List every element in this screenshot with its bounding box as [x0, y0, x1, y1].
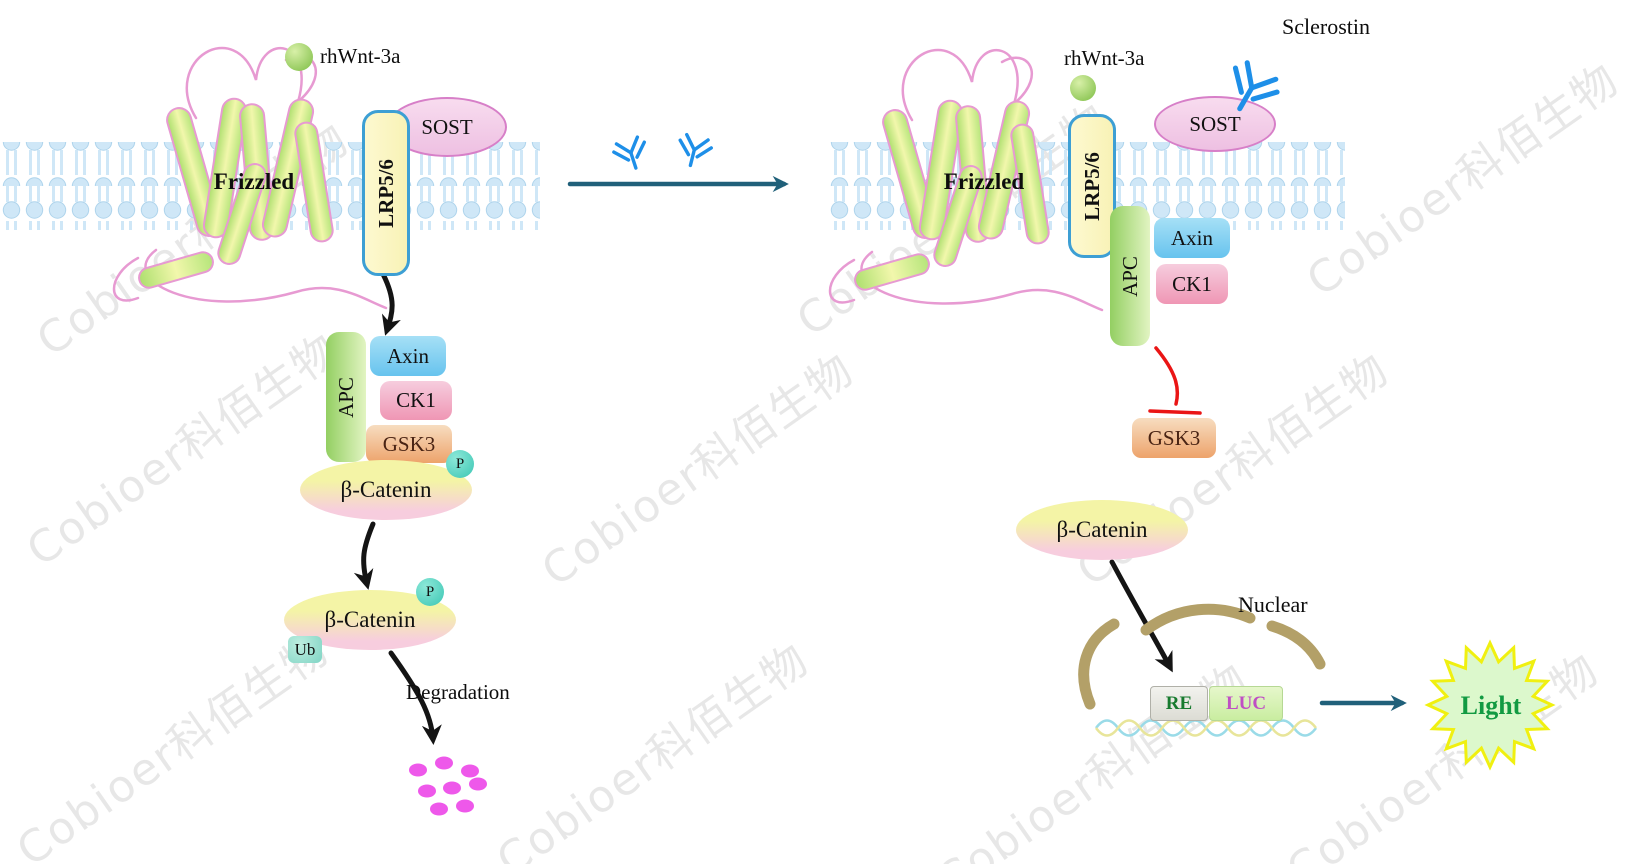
- axin-box-left: Axin: [370, 336, 446, 376]
- dna-strand: [1094, 719, 1318, 737]
- nuclear-envelope-arcs: [1078, 603, 1326, 710]
- antibody-icon-1: [609, 133, 653, 175]
- apc-box-left: APC: [326, 332, 366, 462]
- sost-ellipse-right: SOST: [1154, 96, 1276, 152]
- wnt-label-left: rhWnt-3a: [320, 44, 401, 68]
- response-element-box: RE: [1150, 686, 1208, 721]
- arrow-degradation: [388, 650, 442, 745]
- nuclear-label: Nuclear: [1238, 592, 1308, 617]
- ubiquitin-badge: Ub: [288, 636, 322, 663]
- arrow-bcat-phospho: [353, 521, 376, 590]
- sclerostin-label: Sclerostin: [1282, 14, 1370, 39]
- gsk3-box-left: GSK3: [366, 425, 452, 463]
- sclerostin-antibody-icon: [1198, 26, 1318, 146]
- wnt-ligand-ball-right: [1070, 75, 1096, 101]
- frizzled-label-right: Frizzled: [943, 169, 1025, 194]
- lrp5-6-receptor-right: LRP5/6: [1068, 114, 1116, 258]
- ck1-box-right: CK1: [1156, 264, 1228, 304]
- arrow-lrp-to-complex: [380, 271, 401, 336]
- sost-ellipse-left: SOST: [387, 97, 507, 157]
- light-starburst: [1424, 639, 1556, 771]
- apc-box-right: APC: [1110, 206, 1150, 346]
- degradation-label: Degradation: [406, 680, 510, 704]
- ck1-box-left: CK1: [380, 381, 452, 420]
- beta-catenin-right: β-Catenin: [1016, 500, 1188, 560]
- phosphate-badge-2: P: [416, 578, 444, 606]
- gsk3-box-right: GSK3: [1132, 418, 1216, 458]
- degradation-dots: [409, 756, 487, 816]
- wnt-label-right: rhWnt-3a: [1064, 46, 1145, 70]
- luciferase-box: LUC: [1209, 686, 1283, 721]
- lrp5-6-receptor-left: LRP5/6: [362, 110, 410, 276]
- inhibition-line: [1148, 346, 1202, 415]
- beta-catenin-1: β-Catenin: [300, 460, 472, 520]
- wnt-ligand-ball-left: [285, 43, 313, 71]
- antibody-icon-2: [673, 131, 715, 172]
- axin-box-right: Axin: [1154, 218, 1230, 258]
- frizzled-label-left: Frizzled: [213, 169, 295, 194]
- phosphate-badge-1: P: [446, 450, 474, 478]
- light-label: Light: [1460, 691, 1522, 720]
